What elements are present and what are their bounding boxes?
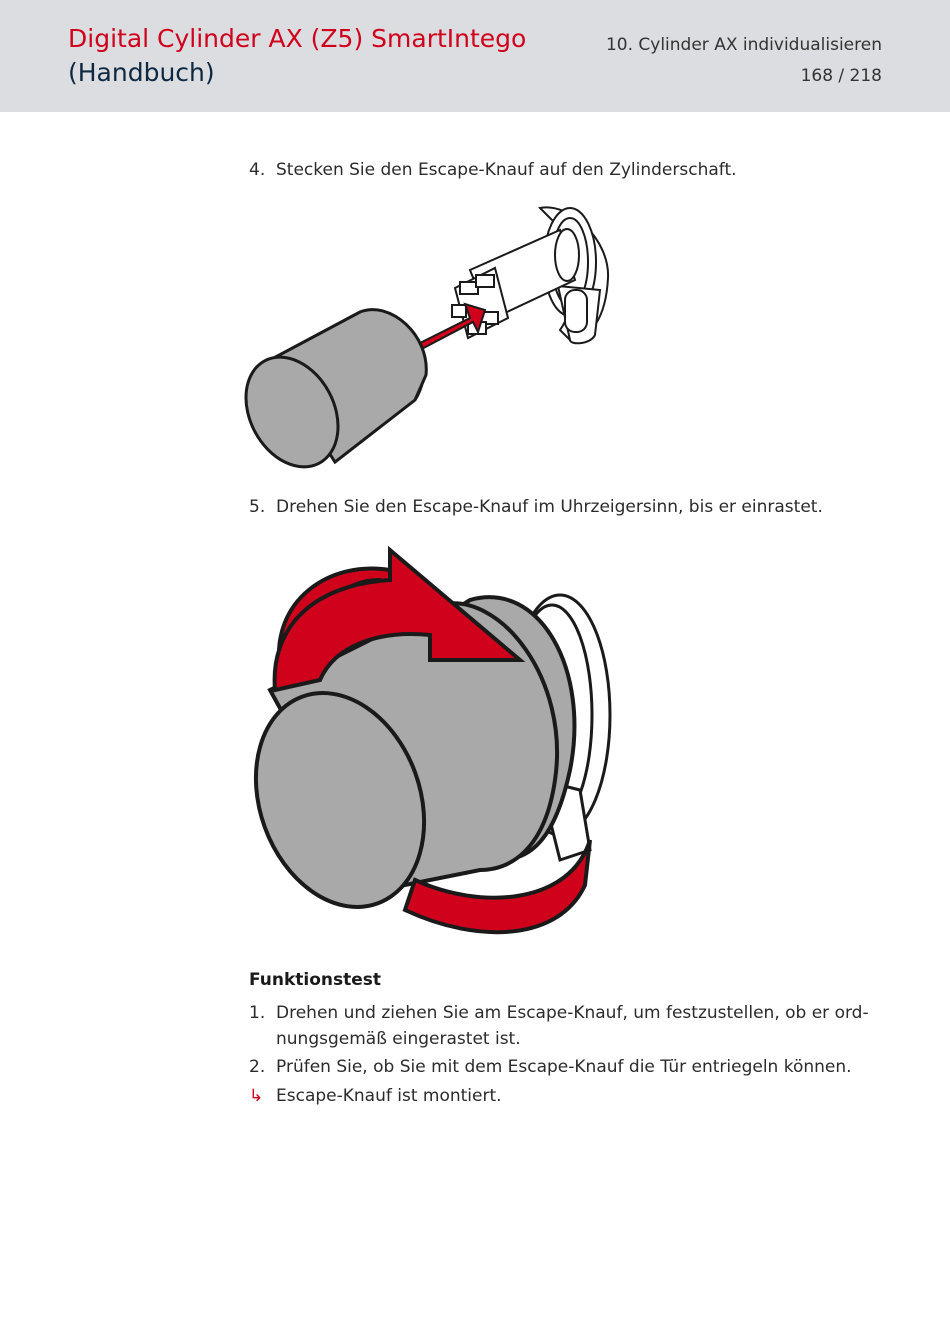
- chapter-title: 10. Cylinder AX individualisieren: [605, 35, 882, 55]
- test-item-number: 2.: [249, 1057, 266, 1077]
- step-number: 4.: [249, 160, 266, 180]
- step-text: Stecken Sie den Escape-Knauf auf den Zyl…: [276, 160, 737, 180]
- result-text: Escape-Knauf ist montiert.: [276, 1086, 502, 1106]
- section-heading: Funktionstest: [249, 970, 382, 990]
- knob-rotate-illustration: [253, 545, 612, 935]
- step-text: Drehen Sie den Escape-Knauf im Uhrzeiger…: [276, 497, 823, 517]
- step-item: 5. Drehen Sie den Escape-Knauf im Uhrzei…: [249, 494, 889, 520]
- chapter-info: 10. Cylinder AX individualisieren 168 / …: [606, 30, 882, 92]
- page-number: 168 / 218: [800, 66, 882, 86]
- step-item: 4. Stecken Sie den Escape-Knauf auf den …: [249, 157, 889, 183]
- document-title-line1: Digital Cylinder AX (Z5) SmartIntego: [68, 24, 527, 53]
- document-title-line2: (Handbuch): [68, 58, 215, 87]
- knob-attach-illustration: [244, 206, 610, 469]
- test-item-number: 1.: [249, 1003, 266, 1023]
- result-arrow-icon: ↳: [249, 1086, 264, 1106]
- result-item: ↳ Escape-Knauf ist montiert.: [249, 1083, 889, 1109]
- page-header: Digital Cylinder AX (Z5) SmartIntego (Ha…: [0, 0, 950, 112]
- test-item: 1. Drehen und ziehen Sie am Escape-Knauf…: [249, 1000, 889, 1052]
- test-item-text: Prüfen Sie, ob Sie mit dem Escape-Knauf …: [276, 1057, 852, 1077]
- document-title: Digital Cylinder AX (Z5) SmartIntego (Ha…: [68, 22, 588, 90]
- test-item-text: Drehen und ziehen Sie am Escape-Knauf, u…: [276, 1003, 869, 1049]
- step-number: 5.: [249, 497, 266, 517]
- test-item: 2. Prüfen Sie, ob Sie mit dem Escape-Kna…: [249, 1054, 889, 1080]
